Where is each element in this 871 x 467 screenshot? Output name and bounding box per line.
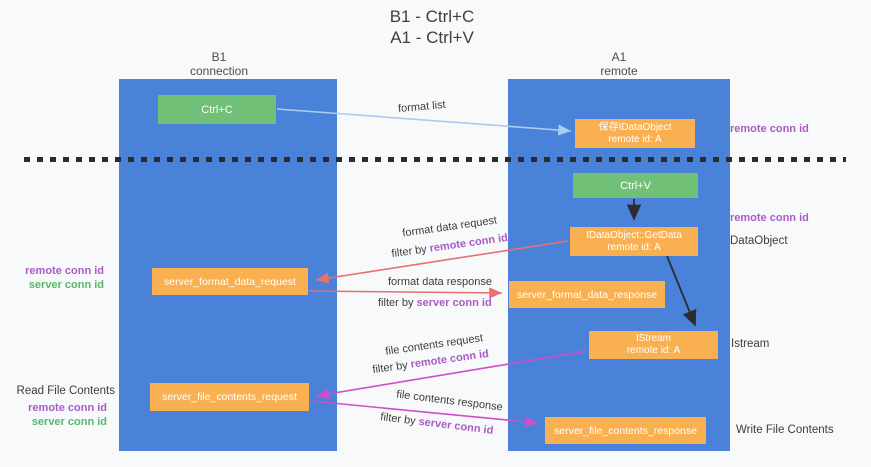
node-server-format-data-request: server_format_data_request (152, 268, 308, 295)
filter-by-prefix: filter by (379, 411, 417, 428)
node-ctrl-v: Ctrl+V (573, 173, 698, 198)
dashed-separator (24, 157, 846, 162)
annotation-left-bottom-server-conn-id: server conn id (31, 416, 107, 428)
filter-remote-conn-id: remote conn id (428, 231, 509, 255)
node-saved-idataobject: 保存IDataObject remote id: A (575, 119, 695, 148)
diagram-title: B1 - Ctrl+C A1 - Ctrl+V (327, 6, 537, 48)
lane-a1-role: remote (600, 64, 638, 78)
annotation-left-conn-ids: remote conn id server conn id (4, 264, 104, 292)
node-istream: IStream remote id: A (589, 331, 718, 359)
node-file-response-label: server_file_contents_response (553, 424, 697, 437)
edge-label-file-contents-response: file contents response (395, 388, 504, 414)
edge-label-format-list: format list (397, 98, 447, 116)
annotation-dataobject: DataObject (730, 235, 788, 247)
title-line-2: A1 - Ctrl+V (390, 28, 474, 47)
node-ctrl-v-label: Ctrl+V (620, 179, 651, 192)
node-format-response-label: server_format_data_response (516, 288, 658, 301)
lane-b1-role: connection (189, 64, 249, 78)
edge-label-format-data-response: format data response (388, 276, 492, 288)
filter-by-prefix: filter by (371, 359, 409, 377)
filter-server-conn-id: server conn id (417, 415, 494, 437)
node-ctrl-c: Ctrl+C (158, 95, 276, 124)
lane-header-b1-connection: B1 connection (119, 50, 319, 78)
lane-b1-name: B1 (211, 50, 227, 64)
annotation-left-bottom-conn-ids: remote conn id server conn id (4, 401, 107, 429)
node-ctrl-c-label: Ctrl+C (201, 103, 233, 116)
arrow-format-data-response (308, 287, 503, 299)
node-saved-idataobject-line2: remote id: A (608, 133, 662, 145)
annotation-left-bottom-remote-conn-id: remote conn id (28, 402, 107, 414)
node-istream-line1: IStream (635, 333, 671, 344)
filter-server-conn-id: server conn id (416, 297, 492, 309)
annotation-remote-conn-id-top: remote conn id (730, 123, 809, 135)
node-saved-idataobject-line1: 保存IDataObject (598, 121, 672, 133)
node-format-request-label: server_format_data_request (164, 275, 296, 288)
annotation-istream: Istream (731, 338, 770, 350)
annotation-left-remote-conn-id: remote conn id (25, 265, 104, 277)
annotation-left-server-conn-id: server conn id (28, 279, 104, 291)
annotation-remote-conn-id-mid: remote conn id (730, 212, 809, 224)
node-server-format-data-response: server_format_data_response (509, 281, 665, 308)
node-server-file-contents-request: server_file_contents_request (150, 383, 309, 411)
filter-by-prefix: filter by (378, 297, 414, 309)
node-server-file-contents-response: server_file_contents_response (545, 417, 706, 444)
node-idataobject-getdata: IDataObject::GetData remote id: A (570, 227, 698, 256)
annotation-read-file-contents: Read File Contents (16, 385, 115, 397)
node-getdata-line1: IDataObject::GetData (586, 229, 682, 241)
lane-header-a1-remote: A1 remote (508, 50, 730, 78)
node-istream-line2: remote id: A (626, 345, 681, 356)
title-line-1: B1 - Ctrl+C (389, 7, 475, 26)
node-getdata-line2: remote id: A (607, 241, 661, 253)
lane-a1-name: A1 (611, 50, 627, 64)
node-file-request-label: server_file_contents_request (162, 391, 297, 403)
filter-by-prefix: filter by (390, 243, 428, 261)
annotation-write-file-contents: Write File Contents (736, 424, 834, 436)
